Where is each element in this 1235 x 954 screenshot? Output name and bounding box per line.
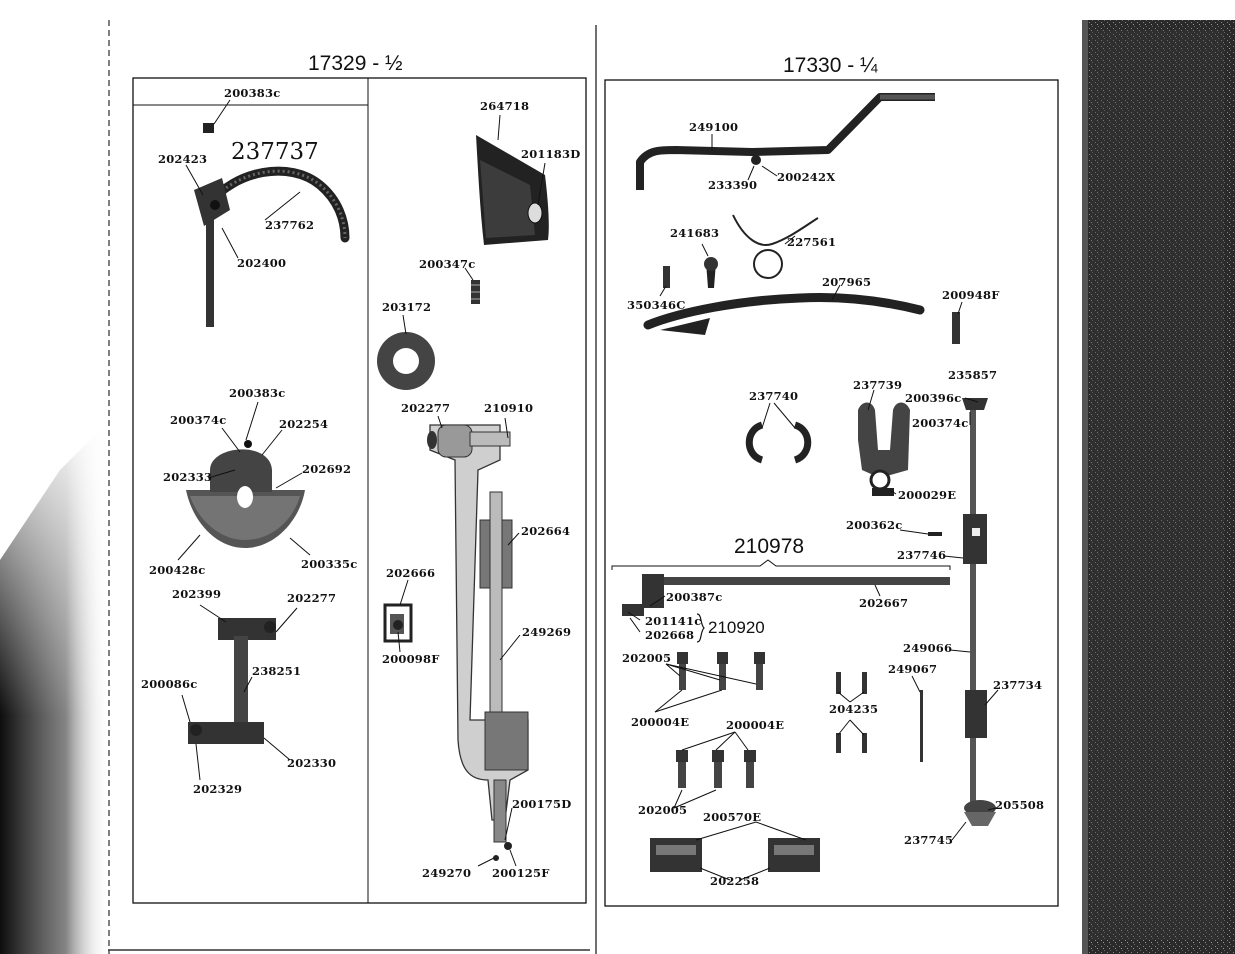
label-202005-bottom: 202005 (638, 803, 688, 817)
label-202667: 202667 (859, 596, 909, 610)
label-202005-top: 202005 (622, 651, 672, 665)
label-207965: 207965 (822, 275, 872, 289)
label-200004e-right: 200004E (726, 718, 785, 732)
label-202666: 202666 (386, 566, 436, 580)
label-210910: 210910 (484, 401, 534, 415)
assembly-number-210978: 210978 (734, 535, 805, 558)
label-202692: 202692 (302, 462, 352, 476)
label-201183d: 201183D (521, 147, 581, 161)
label-249270: 249270 (422, 866, 472, 880)
label-200029e: 200029E (898, 488, 957, 502)
label-200347c: 200347c (419, 257, 476, 271)
label-200242x: 200242X (777, 170, 836, 184)
label-237746: 237746 (897, 548, 947, 562)
part-200383c-nut (203, 123, 214, 133)
part-204235-clips (836, 672, 867, 753)
label-202329: 202329 (193, 782, 243, 796)
scan-shadow-right (1082, 20, 1235, 954)
label-202399: 202399 (172, 587, 222, 601)
part-237739-fork (858, 402, 910, 478)
label-241683: 241683 (670, 226, 720, 240)
part-249100-lever (636, 93, 935, 190)
label-202423: 202423 (158, 152, 208, 166)
label-237762: 237762 (265, 218, 315, 232)
sub-assembly-210920: 210920 (708, 618, 765, 637)
label-200335c: 200335c (301, 557, 358, 571)
label-202277-right: 202277 (401, 401, 451, 415)
part-202005-screws-bottom (676, 750, 756, 788)
label-200428c: 200428c (149, 563, 206, 577)
part-202400-shaft (206, 215, 214, 327)
label-200374c-right: 200374c (912, 416, 969, 430)
label-201141c: 201141c (645, 614, 702, 628)
label-205508: 205508 (995, 798, 1045, 812)
assembly-number-237737: 237737 (231, 139, 319, 165)
part-207965-lever (643, 293, 925, 330)
label-200086c: 200086c (141, 677, 198, 691)
label-249269: 249269 (522, 625, 572, 639)
label-202400: 202400 (237, 256, 287, 270)
part-350346c-screw (663, 266, 670, 288)
right-page-title: 17330 - ¼ (783, 54, 878, 77)
label-203172: 203172 (382, 300, 432, 314)
label-264718: 264718 (480, 99, 530, 113)
label-200175d: 200175D (512, 797, 572, 811)
label-237740: 237740 (749, 389, 799, 403)
label-202330: 202330 (287, 756, 337, 770)
part-202329-head (188, 722, 264, 744)
left-page-title: 17329 - ½ (308, 52, 403, 75)
label-249067: 249067 (888, 662, 938, 676)
label-202258: 202258 (710, 874, 760, 888)
label-237745: 237745 (904, 833, 954, 847)
part-202399-head (218, 618, 276, 640)
label-200004e-left: 200004E (631, 715, 690, 729)
label-200396c: 200396c (905, 391, 962, 405)
label-202333: 202333 (163, 470, 213, 484)
label-238251: 238251 (252, 664, 302, 678)
label-200383c-top: 200383c (224, 86, 281, 100)
label-235857: 235857 (948, 368, 998, 382)
label-249066: 249066 (903, 641, 953, 655)
label-200098f: 200098F (382, 652, 440, 666)
label-200383c-mid: 200383c (229, 386, 286, 400)
label-202277-left: 202277 (287, 591, 337, 605)
label-200374c: 200374c (170, 413, 227, 427)
scan-shadow-left (0, 0, 118, 954)
part-237740-bracket (745, 421, 764, 464)
label-233390: 233390 (708, 178, 758, 192)
label-350346c: 350346C (627, 298, 686, 312)
label-200948f: 200948F (942, 288, 1000, 302)
label-249100: 249100 (689, 120, 739, 134)
label-202664: 202664 (521, 524, 571, 538)
part-227561-spring (732, 214, 819, 246)
part-237746-collar (963, 514, 987, 564)
label-227561: 227561 (787, 235, 837, 249)
label-237734: 237734 (993, 678, 1043, 692)
label-200570e: 200570E (703, 810, 762, 824)
label-200387c: 200387c (666, 590, 723, 604)
label-200362c: 200362c (846, 518, 903, 532)
part-249066-shaft (970, 408, 976, 808)
part-202667-bar (648, 577, 950, 585)
label-237739: 237739 (853, 378, 903, 392)
part-200948f-screw (952, 312, 960, 344)
label-204235: 204235 (829, 702, 879, 716)
part-237734-collar (965, 690, 987, 738)
part-249067-rod (920, 690, 923, 762)
label-202668: 202668 (645, 628, 695, 642)
label-200125f: 200125F (492, 866, 550, 880)
label-202254: 202254 (279, 417, 329, 431)
part-238251-link (234, 636, 248, 726)
